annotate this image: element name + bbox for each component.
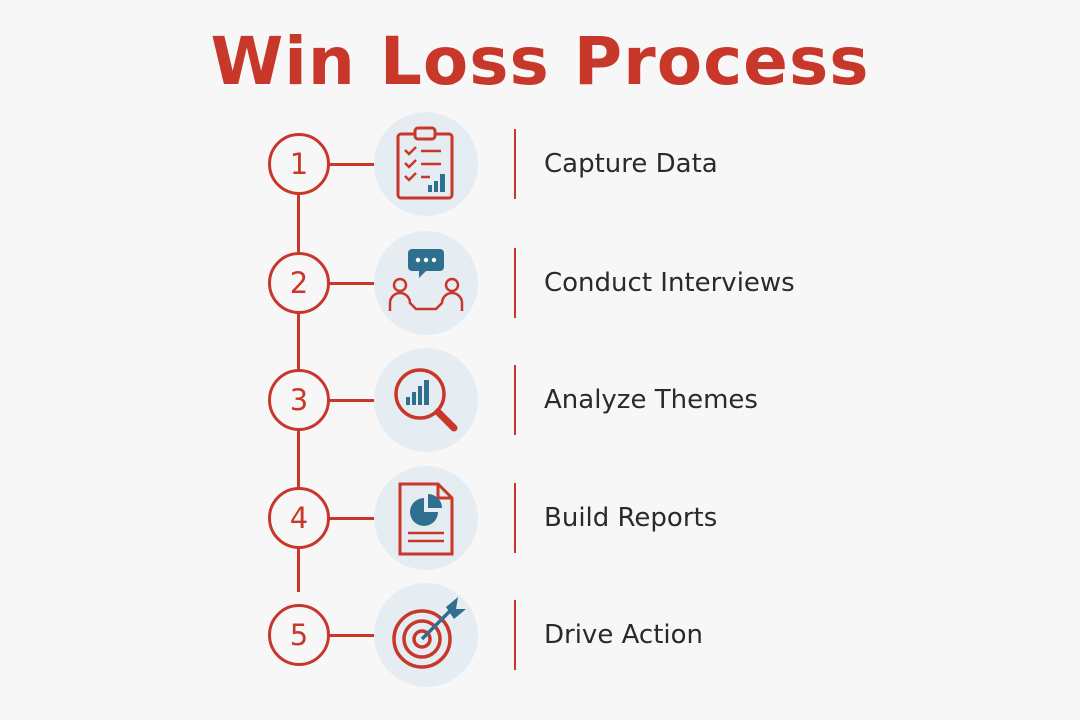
step-icon-bubble-1 [374, 112, 478, 216]
step-number-1: 1 [268, 133, 330, 195]
target-arrow-icon [392, 597, 466, 669]
step-connector-1 [329, 163, 375, 166]
step-divider-3 [514, 365, 516, 435]
step-label-4: Build Reports [544, 503, 718, 533]
step-number-2: 2 [268, 252, 330, 314]
interview-chat-icon [388, 249, 464, 311]
step-divider-2 [514, 248, 516, 318]
clipboard-chart-icon [396, 126, 454, 200]
step-icon-bubble-5 [374, 583, 478, 687]
step-connector-3 [329, 399, 375, 402]
step-label-3: Analyze Themes [544, 385, 758, 415]
step-number-3: 3 [268, 369, 330, 431]
step-connector-4 [329, 517, 375, 520]
step-label-2: Conduct Interviews [544, 268, 795, 298]
magnifier-chart-icon [394, 368, 458, 432]
step-divider-1 [514, 129, 516, 199]
step-icon-bubble-2 [374, 231, 478, 335]
step-icon-bubble-4 [374, 466, 478, 570]
step-label-5: Drive Action [544, 620, 704, 650]
step-number-5: 5 [268, 604, 330, 666]
step-label-1: Capture Data [544, 149, 718, 179]
step-divider-5 [514, 600, 516, 670]
step-number-4: 4 [268, 487, 330, 549]
step-connector-2 [329, 282, 375, 285]
step-icon-bubble-3 [374, 348, 478, 452]
step-divider-4 [514, 483, 516, 553]
step-connector-5 [329, 634, 375, 637]
report-pie-icon [398, 482, 454, 556]
page-title: Win Loss Process [210, 23, 870, 100]
